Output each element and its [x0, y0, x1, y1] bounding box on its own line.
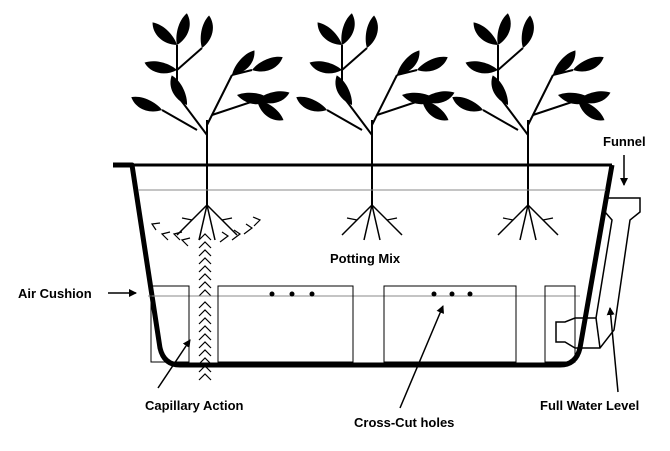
label-air-cushion: Air Cushion — [18, 286, 92, 301]
label-capillary-action: Capillary Action — [145, 398, 244, 413]
label-full-water-level: Full Water Level — [540, 398, 639, 413]
planter-tub — [113, 162, 615, 368]
label-potting-mix: Potting Mix — [330, 251, 401, 266]
arrow-icon — [399, 305, 444, 409]
plant-icon — [131, 13, 289, 240]
funnel-icon — [555, 197, 641, 349]
air-cushion-blocks — [150, 285, 576, 363]
plant-icon — [296, 13, 454, 240]
plant-icon — [452, 13, 610, 240]
capillary-arrows — [150, 216, 262, 381]
arrow-icon — [157, 339, 191, 389]
arrow-icon — [606, 307, 619, 393]
label-cross-cut-holes: Cross-Cut holes — [354, 415, 454, 430]
label-funnel: Funnel — [603, 134, 646, 149]
